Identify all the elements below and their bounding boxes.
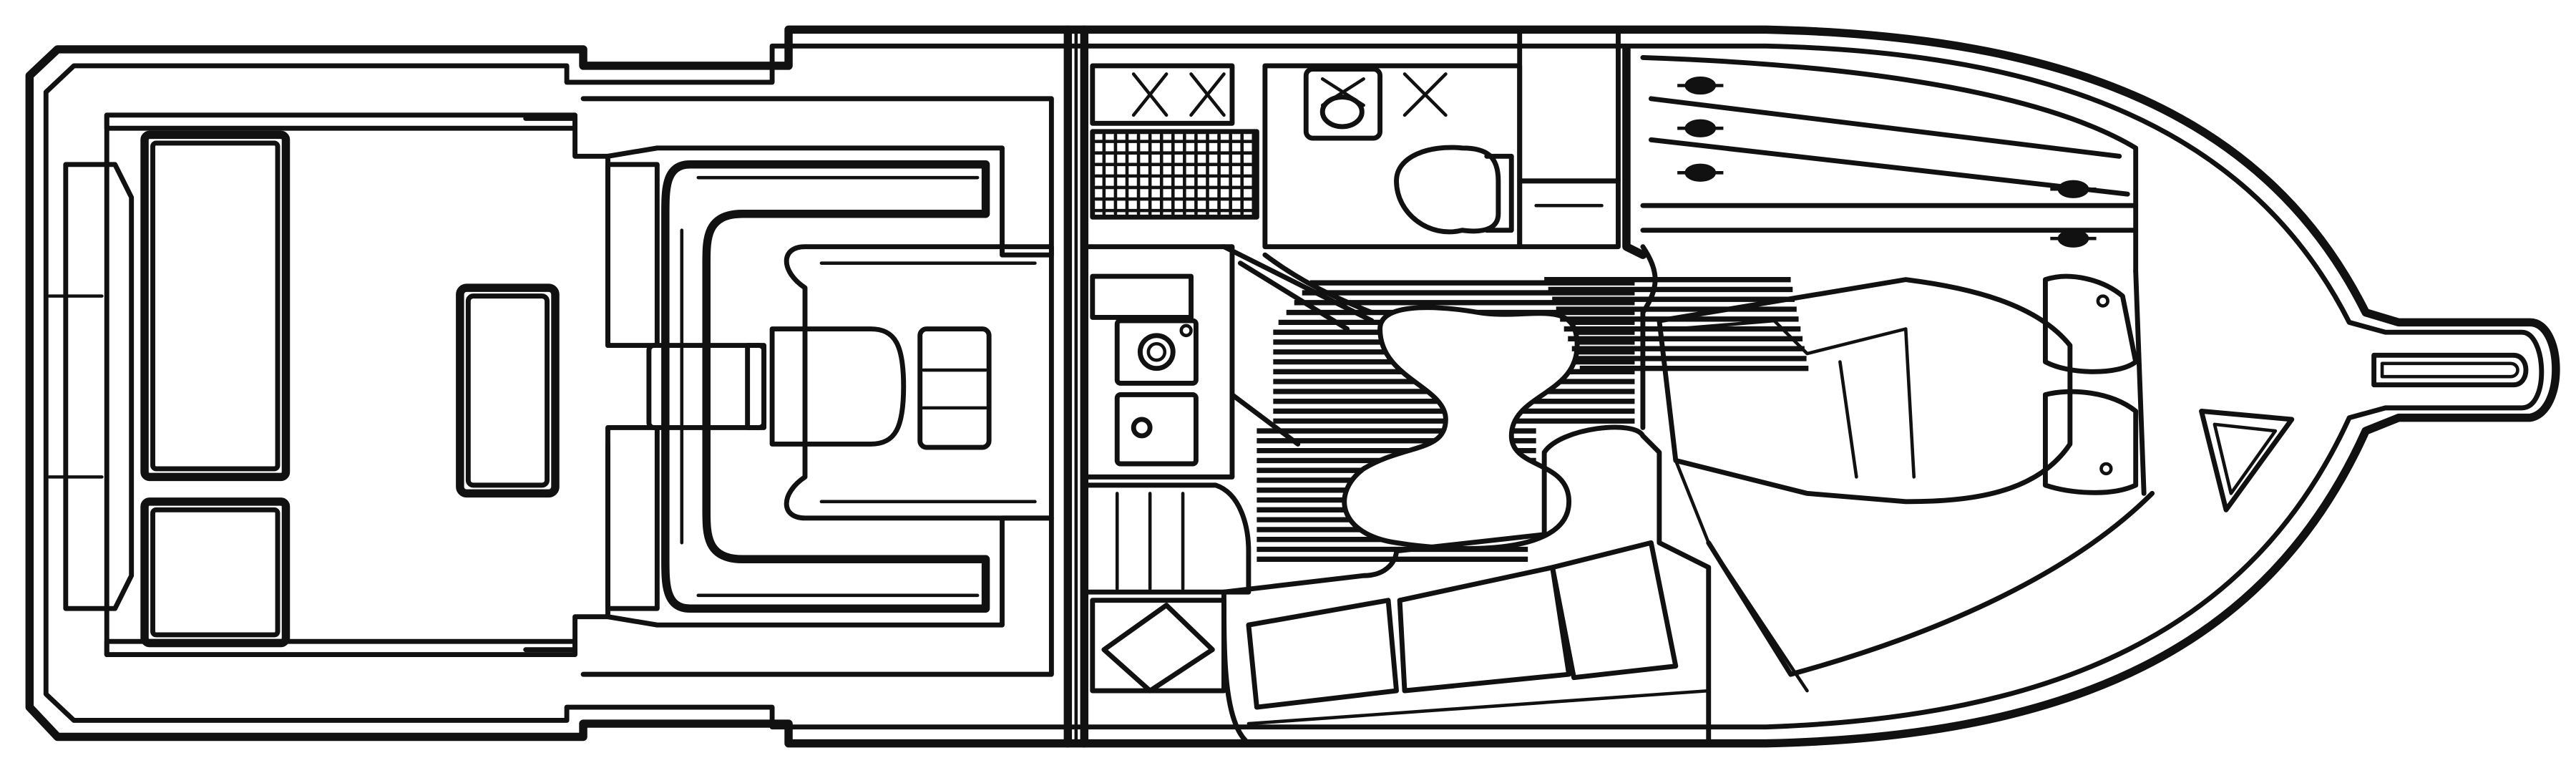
anchor-locker-hatch: [2199, 409, 2295, 512]
shower-floor-grid: [1090, 129, 1259, 220]
head-compartment: [1262, 26, 1621, 250]
pillow-starboard: [2042, 389, 2139, 495]
cleat-icon: [2050, 180, 2097, 198]
galley-upper-counter: [1090, 63, 1235, 126]
settee-cushion-1: [1246, 598, 1399, 710]
fish-box-hatch: [456, 283, 560, 498]
cockpit-hatch-port: [140, 130, 291, 482]
deck-cleats: [1677, 76, 2097, 248]
cleat-icon: [2050, 229, 2097, 248]
companion-chair: [917, 326, 992, 450]
hanging-locker: [1517, 26, 1621, 184]
cleat-icon: [1677, 76, 1724, 95]
galley-counter: [1081, 244, 1235, 480]
settee-cushion-3: [1550, 540, 1679, 681]
forward-sole-hatching: [1544, 276, 1809, 371]
cleat-icon: [1677, 119, 1724, 137]
helm-chair: [769, 326, 907, 447]
cockpit-area: [47, 112, 610, 658]
salon-table: [1342, 305, 1580, 551]
v-berth: [1657, 277, 2073, 505]
galley-refrigerator: [1081, 482, 1252, 595]
galley-sink: [1114, 392, 1199, 467]
cleat-icon: [1677, 163, 1724, 182]
head-sink: [1303, 67, 1383, 141]
salon: [1221, 244, 1635, 562]
settee-cushion-2: [1397, 565, 1572, 694]
cabinet-note-box: [1101, 603, 1215, 694]
salon-settee: [1090, 424, 1712, 747]
cockpit-hatch-starboard: [140, 497, 291, 648]
galley-appliance: [1090, 273, 1194, 320]
stove-top: [1114, 318, 1199, 386]
forward-stateroom: [1544, 45, 2295, 693]
pillow-port: [2042, 273, 2139, 374]
helm-deck: [580, 96, 1054, 677]
head-toilet: [1394, 145, 1501, 235]
hull-outline: [25, 25, 2560, 748]
galley: [1081, 63, 1259, 595]
